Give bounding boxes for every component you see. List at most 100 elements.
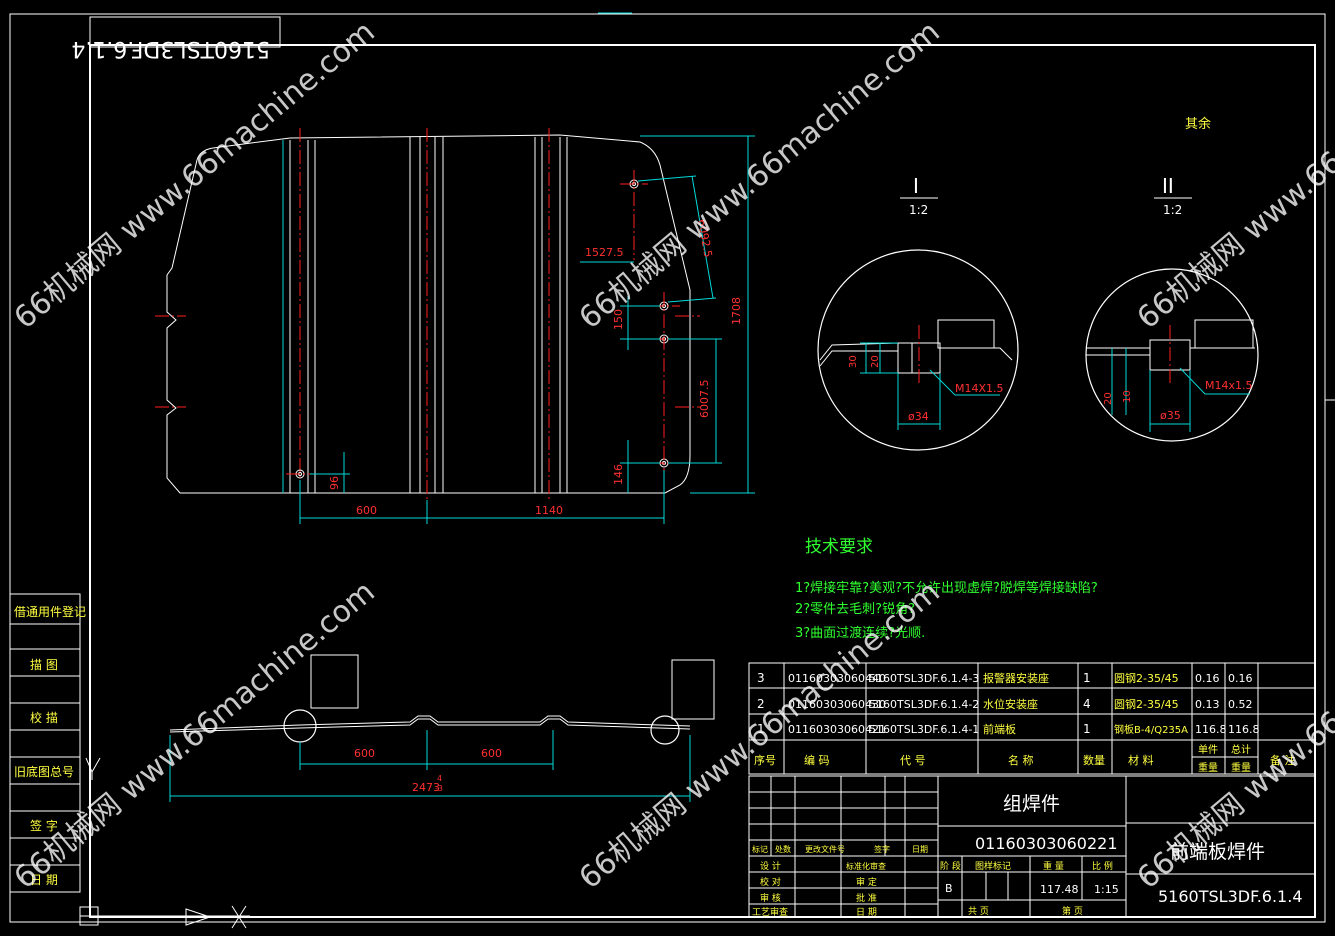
dim-150: 150 [612,309,625,330]
detail-1: I 1:2 30 20 ø34 M14X1.5 [817,174,1019,451]
bom-row-2-total-wt: 0.52 [1228,698,1253,711]
bom-header-drawing: 代 号 [900,754,926,767]
title-code: 01160303060221 [975,834,1118,853]
bom-row-1-material: 钢板B-4/Q235A [1114,723,1188,736]
bom-row-2-material: 圆钢2-35/45 [1114,698,1179,711]
inner-frame [89,44,1316,918]
tech-req-item-2: 2?零件去毛刺?锐角? [795,602,915,617]
detail-2-thread: M14x1.5 [1205,379,1253,392]
rev-header-file: 更改文件号 [805,844,845,854]
detail-2-d20: 20 [1103,392,1114,405]
bom-row-3-name: 报警器安装座 [983,671,1049,685]
title-total-sheets: 共 页 [968,906,989,917]
dim-2473: 2473 [412,781,440,794]
detail-2-label: II [1162,174,1174,198]
detail-1-thread: M14X1.5 [955,382,1004,395]
detail-1-d20: 20 [870,355,881,368]
title-stage: B [945,882,953,895]
dim-1140: 1140 [535,504,563,517]
title-sheet: 第 页 [1062,905,1083,917]
dim-6007-5: 6007.5 [698,380,711,419]
watermark-2: 66机械网 www.66machine.com [573,14,947,336]
bom-header-total-wt-2: 重量 [1231,761,1251,774]
bom-header-unit-wt-2: 重量 [1198,761,1218,774]
title-scale-label: 比 例 [1092,860,1113,872]
detail-2: II 1:2 20 10 ø35 M14x1.5 [1085,174,1259,442]
bom-header-name: 名 称 [1008,753,1034,767]
dim-1708: 1708 [730,297,743,325]
title-weight-label: 重 量 [1043,860,1064,872]
bom-row-1-drawing: 5160TSL3DF.6.1.4-1 [869,723,979,736]
watermark-6: 66机械网 www.66m [1131,686,1335,896]
bom-row-3-seq: 3 [757,671,765,685]
bottom-view: 600 600 2473 4 -3 [169,654,715,802]
outer-border [9,13,1326,923]
title-scale: 1:15 [1094,883,1119,896]
dim-2473-tol-lower: -3 [435,784,443,793]
signoff-date: 日 期 [856,907,877,918]
tech-req-item-3: 3?曲面过渡连续?光顺. [795,625,925,641]
stamp-row-1: 借通用件登记 [14,604,86,619]
remaining-note: 其余 [1185,116,1211,132]
bom-header-total-wt-1: 总计 [1231,743,1251,756]
signoff-approve-2: 批 准 [856,892,877,904]
watermark-3: 66机械网 www.66m [1131,126,1335,336]
signoff-process: 工艺审查 [752,906,788,918]
rev-header-count: 处数 [775,844,791,854]
bom-header-material: 材 料 [1128,753,1154,767]
bom-row-1-code: 01160303060421 [788,723,886,736]
bom-row-2-unit-wt: 0.13 [1195,698,1220,711]
rev-header-date: 日期 [912,845,928,854]
watermark-1: 66机械网 www.66machine.com [8,14,382,336]
bom-row-2-drawing: 5160TSL3DF.6.1.4-2 [869,698,979,711]
detail-2-d10: 10 [1122,390,1133,403]
dim-1527-5: 1527.5 [585,246,624,259]
bom-header-unit-wt-1: 单件 [1198,744,1218,756]
detail-1-dia: ø34 [908,410,929,423]
bom-header-remark: 备 注 [1270,753,1296,767]
detail-1-d30: 30 [848,355,859,368]
signoff-design: 设 计 [760,860,781,872]
drawing-number-mirrored: 5160TSL3DF.6.1.4 [71,36,270,61]
title-drawing-no: 5160TSL3DF.6.1.4 [1158,887,1303,906]
dim-96: 96 [328,476,341,490]
bom-row-3-material: 圆钢2-35/45 [1114,672,1179,685]
bom-header-seq: 序号 [754,753,776,767]
bom-row-2-seq: 2 [757,697,765,711]
signoff-approve-1: 审 定 [856,876,877,888]
bom-row-1-total-wt: 116.8 [1228,723,1260,736]
watermark-4: 66机械网 www.66machine.com [8,574,382,896]
dim-600-b: 600 [481,747,502,760]
tech-req-item-1: 1?焊接牢靠?美观?不允许出现虚焊?脱焊等焊接缺陷? [795,580,1098,596]
signoff-review: 审 核 [760,892,781,904]
dim-2473-tol-upper: 4 [437,774,442,783]
bom-row-3-unit-wt: 0.16 [1195,672,1220,685]
bom-table: 3 01160303060440 5160TSL3DF.6.1.4-3 报警器安… [748,662,1316,775]
bom-row-1-name: 前端板 [983,722,1016,736]
bom-header-code: 编 码 [804,753,830,767]
bom-row-2-code: 01160303060430 [788,698,886,711]
detail-1-scale: 1:2 [909,203,928,217]
dim-600-a: 600 [354,747,375,760]
bom-row-1-seq: 1 [757,722,765,736]
stamp-row-4: 旧底图总号 [14,764,74,779]
rev-header-sign: 签字 [874,844,890,854]
title-weight: 117.48 [1040,883,1079,896]
bom-row-3-qty: 1 [1083,671,1091,685]
signoff-standard: 标准化审查 [846,861,886,871]
bom-row-1-unit-wt: 116.8 [1195,723,1227,736]
bom-header-qty: 数量 [1083,754,1105,767]
title-block: 标记 处数 更改文件号 签字 日期 设 计 校 对 审 核 工艺审查 标准化审查… [748,775,1316,918]
title-stage-mark-label: 图样标记 [975,860,1011,872]
bom-row-3-total-wt: 0.16 [1228,672,1253,685]
signoff-check: 校 对 [760,876,781,888]
dim-600-top: 600 [356,504,377,517]
bom-row-2-name: 水位安装座 [983,697,1038,711]
stamp-row-6: 日 期 [30,873,58,887]
bom-row-3-drawing: 5160TSL3DF.6.1.4-3 [869,672,979,685]
dim-146: 146 [612,464,625,485]
tech-requirements-title: 技术要求 [805,537,873,557]
bom-row-1-qty: 1 [1083,722,1091,736]
bom-row-3-code: 01160303060440 [788,672,886,685]
drawing-number-box [89,16,281,48]
